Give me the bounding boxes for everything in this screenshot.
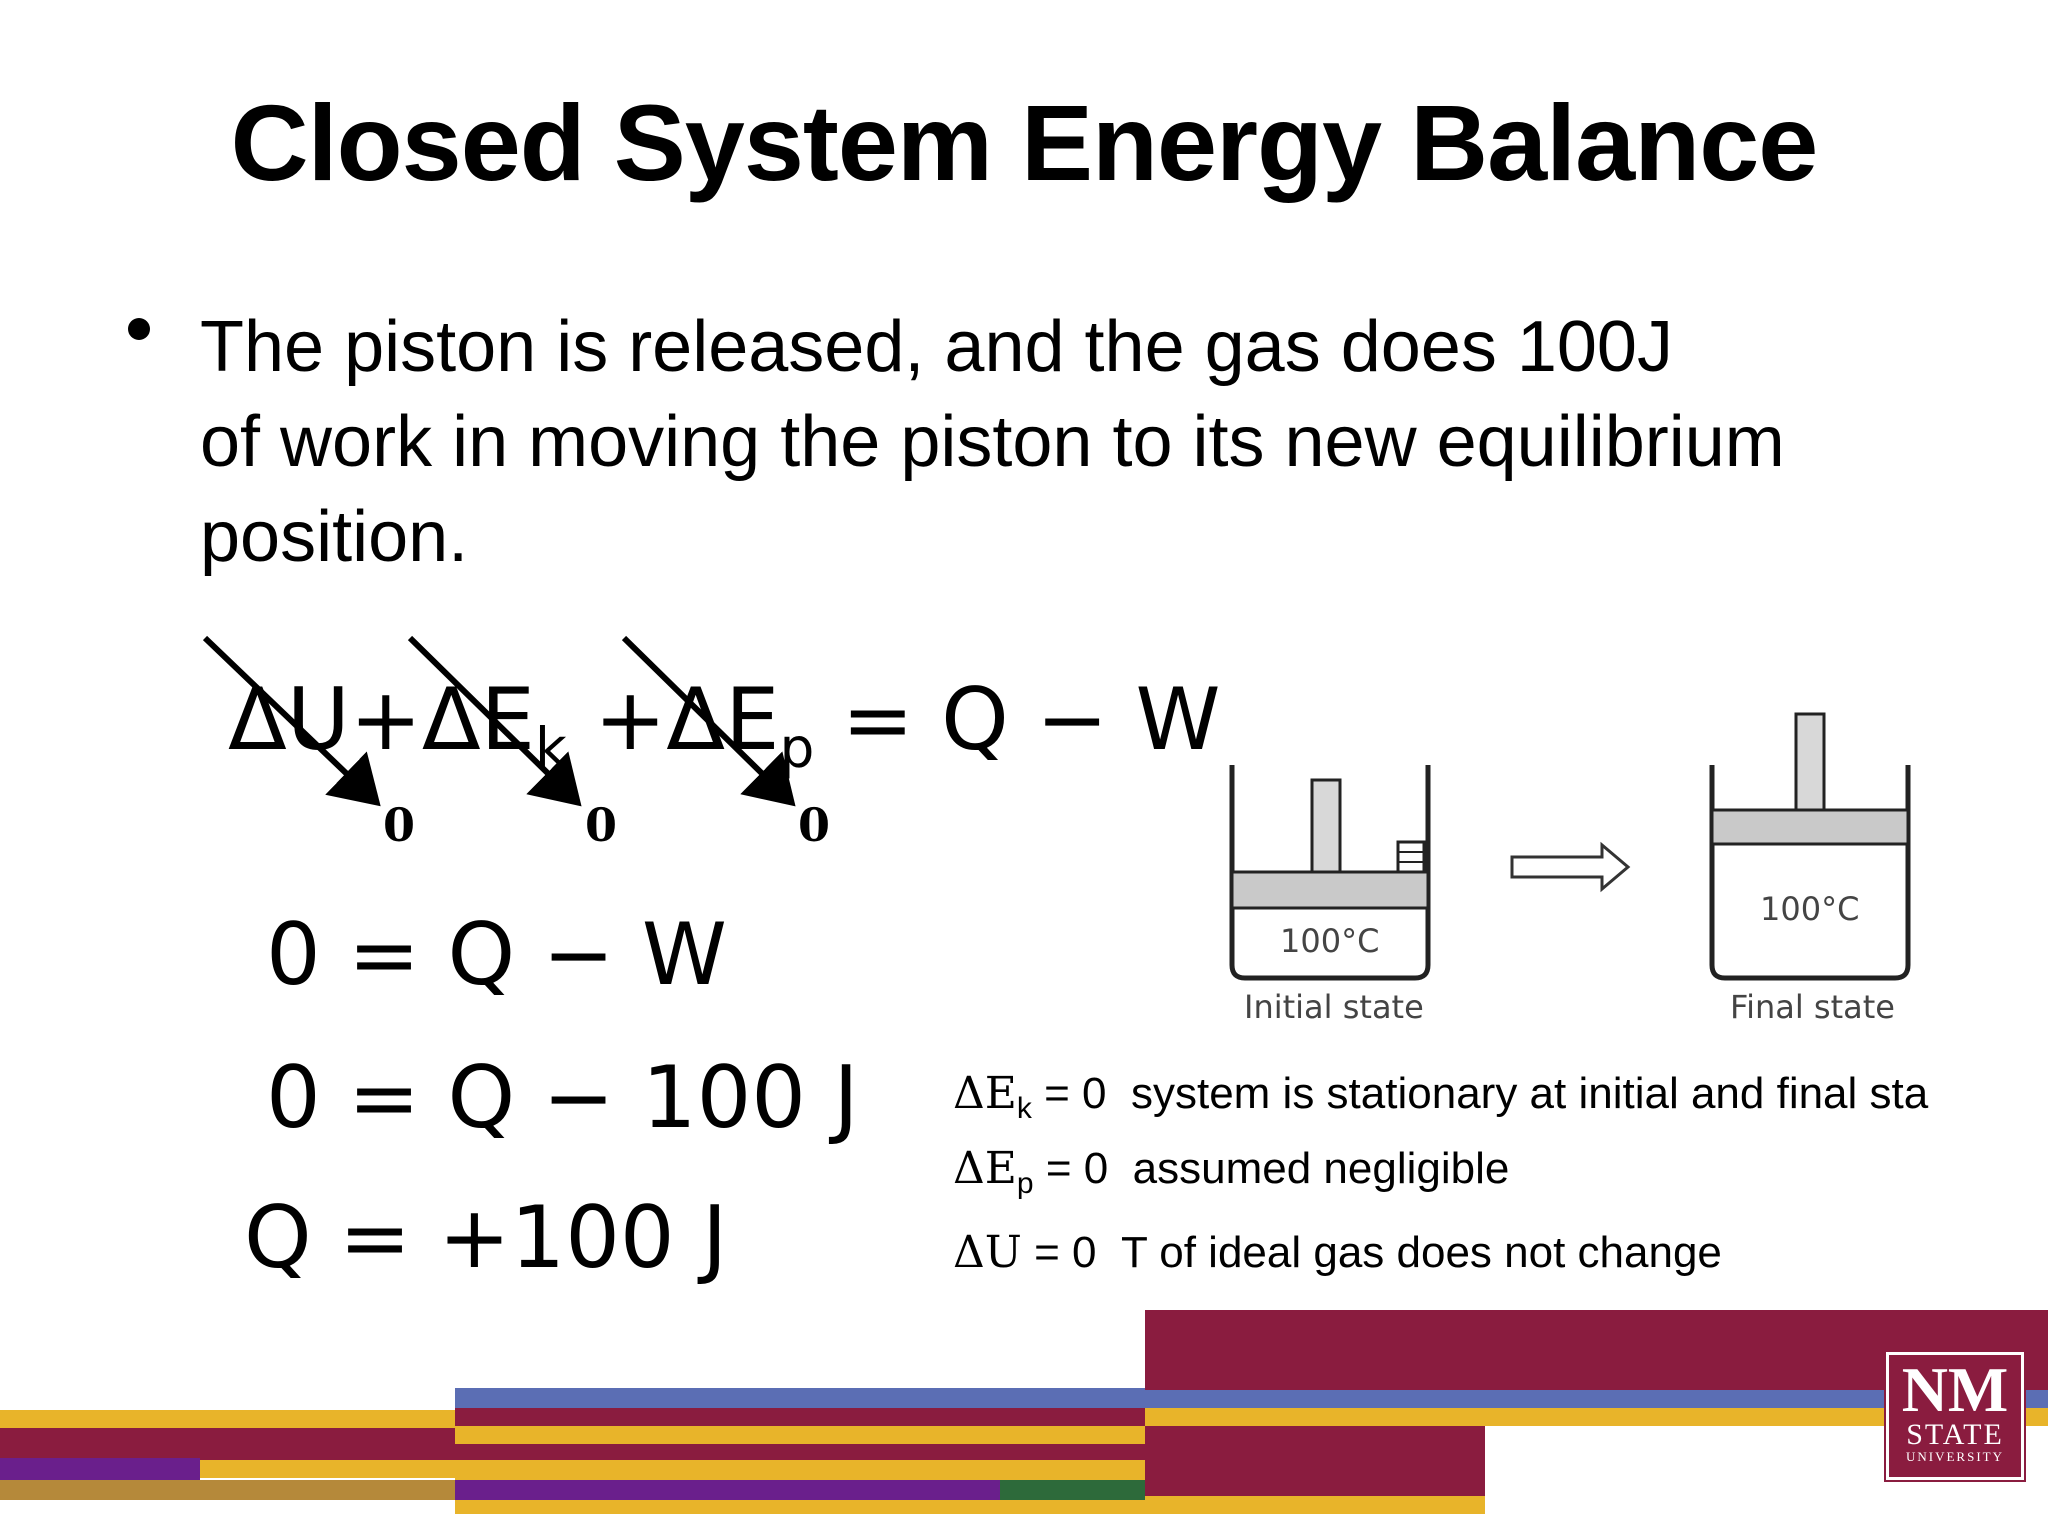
bullet-point — [128, 318, 150, 340]
cancel-arrow-ek — [407, 635, 582, 807]
nmsu-logo: NM STATE UNIVERSITY — [1886, 1352, 2024, 1480]
step-1: 0 = Q − W — [266, 905, 727, 1005]
final-temperature: 100°C — [1760, 890, 1860, 928]
zero-label-ep: 0 — [798, 798, 831, 852]
piston-diagram — [1229, 712, 1911, 981]
equation-rhs: = Q − W — [841, 670, 1221, 770]
final-state-label: Final state — [1730, 988, 1895, 1026]
cancel-arrow-ep — [621, 635, 796, 807]
bullet-text: The piston is released, and the gas does… — [200, 300, 1900, 585]
bullet-line-3: position. — [200, 497, 469, 577]
logo-nm: NM — [1901, 1354, 2009, 1425]
step-2: 0 = Q − 100 J — [266, 1048, 859, 1148]
initial-state-label: Initial state — [1244, 988, 1424, 1026]
plus-sign: + — [594, 670, 667, 770]
note-kinetic: ΔEk = 0 system is stationary at initial … — [953, 1068, 1929, 1125]
bullet-line-2: of work in moving the piston to its new … — [200, 402, 1785, 482]
slide-title: Closed System Energy Balance — [230, 82, 1819, 203]
initial-cylinder — [1229, 765, 1431, 981]
zero-label-u: 0 — [383, 798, 416, 852]
term-delta-ek: ΔE — [421, 670, 536, 770]
bullet-line-1: The piston is released, and the gas does… — [200, 307, 1673, 387]
zero-label-ek: 0 — [585, 798, 618, 852]
note-potential: ΔEp = 0 assumed negligible — [953, 1143, 1510, 1200]
footer-stripes — [0, 1310, 2048, 1514]
note-internal-energy: ΔU = 0 T of ideal gas does not change — [953, 1227, 1722, 1278]
logo-university: UNIVERSITY — [1906, 1449, 2004, 1464]
final-cylinder — [1709, 712, 1911, 981]
initial-temperature: 100°C — [1280, 922, 1380, 960]
process-arrow — [1510, 841, 1631, 893]
logo-state: STATE — [1906, 1418, 2004, 1451]
cancel-arrow-u — [202, 635, 381, 807]
step-3: Q = +100 J — [244, 1188, 728, 1288]
